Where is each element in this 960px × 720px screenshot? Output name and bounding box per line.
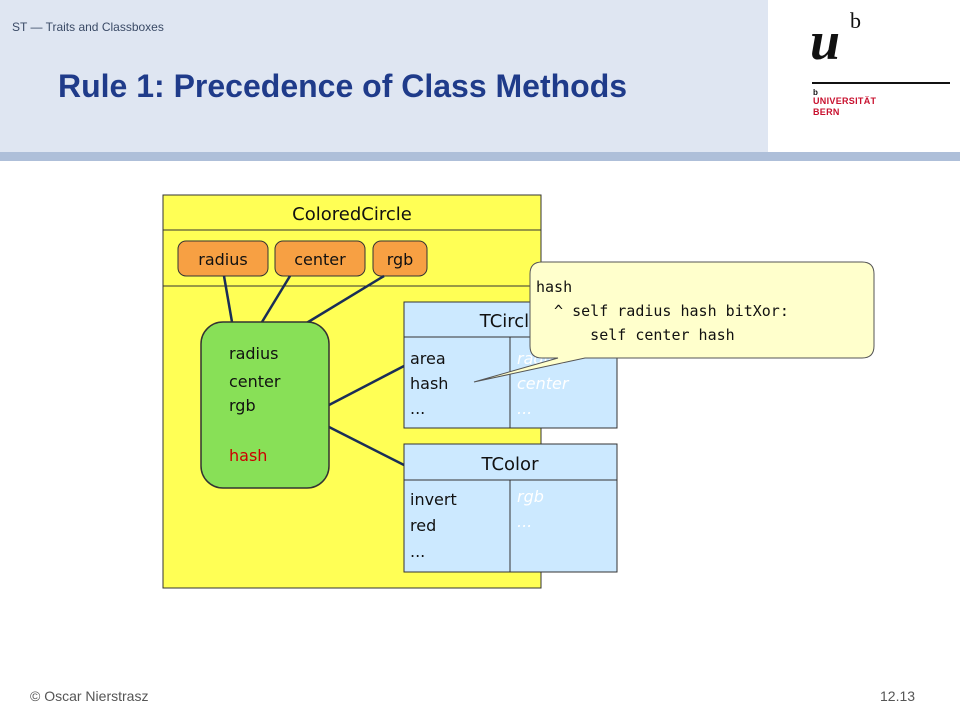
page-number: 12.13 — [880, 688, 916, 704]
link-center — [260, 275, 292, 323]
logo-line-2: BERN — [813, 107, 840, 117]
method-hash-override: hash — [229, 446, 267, 465]
method-radius: radius — [229, 344, 278, 363]
tcircle-provided-1: hash — [410, 374, 448, 393]
method-center: center — [229, 372, 281, 391]
header-divider — [0, 152, 960, 161]
tcircle-required-2: ... — [517, 399, 532, 418]
callout-line-2: ^ self radius hash bitXor: — [536, 302, 789, 320]
state-var-radius: radius — [198, 250, 247, 269]
callout-line-1: hash — [536, 278, 572, 296]
code-callout — [473, 261, 875, 383]
state-var-radius-box — [177, 240, 269, 277]
logo-area — [768, 0, 960, 152]
method-rgb: rgb — [229, 396, 256, 415]
class-name: ColoredCircle — [292, 204, 412, 225]
callout-line-3: self center hash — [536, 326, 735, 344]
tcolor-required-1: ... — [517, 512, 532, 531]
trait-tcolor-name: TColor — [481, 454, 540, 475]
state-var-center: center — [294, 250, 346, 269]
logo-wordmark: UNIVERSITÄT BERN — [813, 96, 876, 118]
state-var-rgb-box — [372, 240, 428, 277]
header-band — [0, 0, 768, 152]
link-tcircle — [328, 364, 405, 407]
state-var-center-box — [274, 240, 366, 277]
tcolor-provided-1: red — [410, 516, 436, 535]
tcolor-required-0: rgb — [517, 487, 544, 506]
link-radius — [222, 275, 234, 323]
tcircle-provided-2: ... — [410, 399, 425, 418]
link-tcolor — [328, 425, 405, 467]
tcircle-provided-0: area — [410, 349, 446, 368]
logo-u: u — [810, 11, 841, 71]
tcolor-provided-2: ... — [410, 542, 425, 561]
link-rgb — [294, 274, 385, 332]
tcolor-provided-0: invert — [410, 490, 457, 509]
logo-small-b: b — [813, 88, 818, 97]
footer-copyright: © Oscar Nierstrasz — [30, 688, 149, 704]
logo-b: b — [850, 8, 861, 33]
tcircle-required-1: center — [517, 374, 570, 393]
course-title: ST — Traits and Classboxes — [12, 20, 164, 34]
logo-line-1: UNIVERSITÄT — [813, 96, 877, 106]
method-group — [200, 321, 330, 489]
logo-rule — [812, 82, 950, 84]
slide-title: Rule 1: Precedence of Class Methods — [58, 68, 628, 104]
trait-tcircle-name: TCircle — [479, 311, 541, 332]
state-var-rgb: rgb — [387, 250, 414, 269]
